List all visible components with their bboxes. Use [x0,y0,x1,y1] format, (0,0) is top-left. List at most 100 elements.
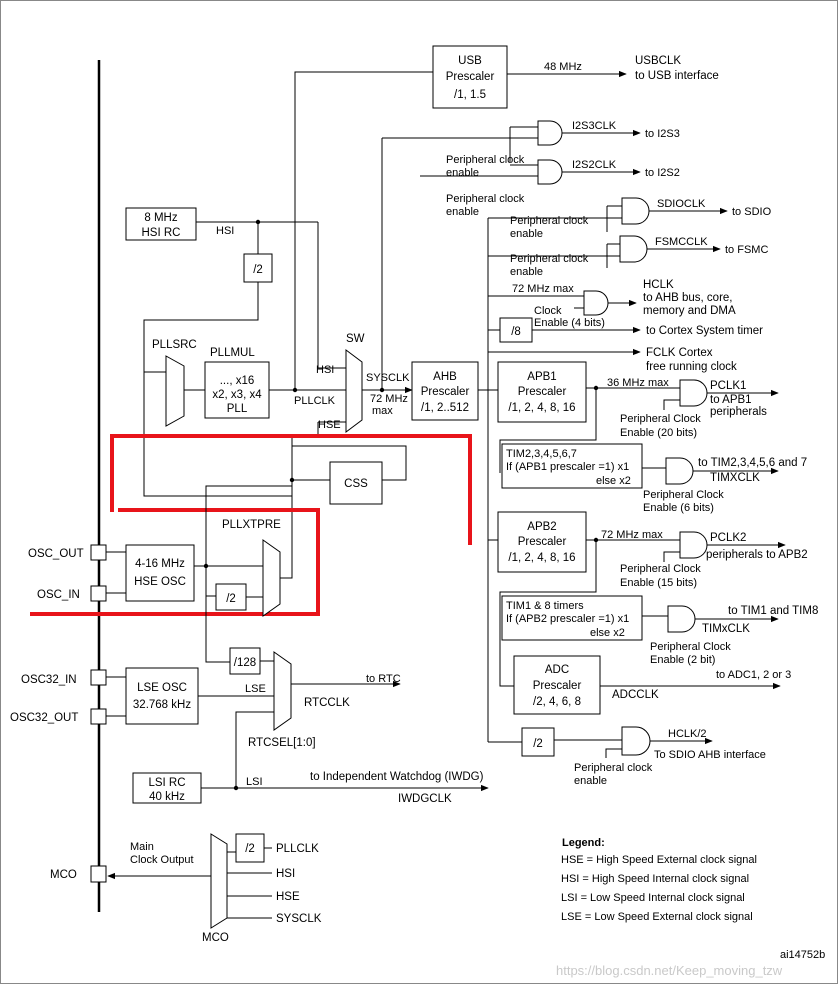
to-tim2-label: to TIM2,3,4,5,6 and 7 [698,457,807,469]
svg-text:40 kHz: 40 kHz [149,791,185,803]
svg-text:/2: /2 [533,738,543,750]
mco-mux [210,833,228,929]
hclk-div2-block: /2 [521,727,555,757]
svg-text:LSE OSC: LSE OSC [137,682,187,694]
hsi-wire-label: HSI [216,225,234,237]
sw-mux [345,349,363,433]
svg-text:To SDIO AHB interface: To SDIO AHB interface [654,749,766,761]
pllclk-wire-label: PLLCLK [294,395,336,407]
svg-text:Peripheral clock: Peripheral clock [574,762,653,774]
to-adc-label: to ADC1, 2 or 3 [716,669,791,681]
rtcclk-label: RTCCLK [304,697,350,709]
svg-text:/2, 4, 6, 8: /2, 4, 6, 8 [533,696,581,708]
to-tim1-label: to TIM1 and TIM8 [728,605,818,617]
i2s2clk-label: I2S2CLK [572,159,617,171]
mco-pin [90,865,107,883]
osc32-out-pin [90,708,107,725]
timxclk-gate [665,457,694,485]
svg-text:Prescaler: Prescaler [421,386,470,398]
svg-text:Peripheral clock: Peripheral clock [446,154,525,166]
svg-text:HSI RC: HSI RC [142,227,181,239]
svg-text:HSE = High Speed External cloc: HSE = High Speed External clock signal [561,854,757,866]
pclk2-label: PCLK2 [710,532,746,544]
fsmcclk-label: FSMCCLK [655,236,708,248]
svg-text:peripherals: peripherals [710,406,767,418]
sw-label: SW [346,333,365,345]
to-i2s2-label: to I2S2 [645,167,680,179]
lsi-rc-block: LSI RC 40 kHz [132,772,202,804]
svg-text:Peripheral clock: Peripheral clock [446,193,525,205]
hclk-title: HCLK [643,279,674,291]
apb2-max-label: 72 MHz max [601,529,663,541]
pclk1-label: PCLK1 [710,380,746,392]
svg-text:32.768 kHz: 32.768 kHz [133,699,191,711]
i2s2-gate [537,159,563,185]
pllsrc-mux [165,355,185,427]
lsi-wire-label: LSI [246,776,263,788]
osc32-in-label: OSC32_IN [21,674,77,686]
pllmul-label: PLLMUL [210,347,255,359]
svg-text:PLLCLK: PLLCLK [276,843,319,855]
to-fsmc-label: to FSMC [725,244,768,256]
svg-text:/1, 2, 4, 8, 16: /1, 2, 4, 8, 16 [508,552,575,564]
pll-block: ..., x16 x2, x3, x4 PLL [204,361,270,419]
svg-text:Peripheral clock: Peripheral clock [510,253,589,265]
svg-text:PLL: PLL [227,403,248,415]
svg-text:enable: enable [446,167,479,179]
timxclk-label: TIMXCLK [710,472,760,484]
to-sdio-label: to SDIO [732,206,772,218]
svg-text:enable: enable [446,206,479,218]
svg-text:x2, x3, x4: x2, x3, x4 [212,389,262,401]
ahb-prescaler: AHB Prescaler /1, 2..512 [411,361,479,421]
svg-text:/2: /2 [245,843,255,855]
svg-text:Prescaler: Prescaler [518,386,567,398]
svg-text:Enable (20 bits): Enable (20 bits) [620,427,697,439]
osc-out-pin [90,544,107,561]
svg-text:Peripheral Clock: Peripheral Clock [620,563,701,575]
usb-interface-label: to USB interface [635,70,719,82]
lse-osc-block: LSE OSC 32.768 kHz [125,667,199,725]
hclk-gate [583,290,609,316]
svg-text:else x2: else x2 [596,475,631,487]
apb1-max-label: 36 MHz max [607,377,669,389]
svg-text:Peripheral Clock: Peripheral Clock [620,413,701,425]
sdio-gate [621,197,650,225]
lse-wire-label: LSE [245,683,266,695]
iwdgclk-label: IWDGCLK [398,793,452,805]
svg-text:..., x16: ..., x16 [220,375,255,387]
svg-text:/1, 2, 4, 8, 16: /1, 2, 4, 8, 16 [508,402,575,414]
svg-text:to AHB bus, core,: to AHB bus, core, [643,292,733,304]
usb-prescaler: USB Prescaler /1, 1.5 [432,45,508,109]
svg-text:Clock Output: Clock Output [130,854,194,866]
svg-text:HSI = High Speed Internal cloc: HSI = High Speed Internal clock signal [561,873,749,885]
svg-text:If (APB2 prescaler =1) x1: If (APB2 prescaler =1) x1 [506,613,629,625]
highlight-upper [110,434,472,545]
svg-text:/1, 2..512: /1, 2..512 [421,402,469,414]
figure-id: ai14752b [780,949,825,961]
pclk2-gate [679,531,708,559]
to-i2s3-label: to I2S3 [645,128,680,140]
svg-text:Peripheral clock: Peripheral clock [510,215,589,227]
css-block: CSS [329,461,383,505]
mco-mux-label: MCO [202,932,229,944]
apb1-prescaler: APB1 Prescaler /1, 2, 4, 8, 16 [497,361,587,423]
svg-text:LSI = Low Speed Internal clock: LSI = Low Speed Internal clock signal [561,892,745,904]
svg-text:72 MHz: 72 MHz [370,393,408,405]
svg-text:USB: USB [458,55,482,67]
svg-text:AHB: AHB [433,371,457,383]
svg-text:else x2: else x2 [590,627,625,639]
svg-text:Enable (15 bits): Enable (15 bits) [620,577,697,589]
svg-text:/128: /128 [234,657,256,669]
svg-text:Prescaler: Prescaler [533,680,582,692]
svg-text:CSS: CSS [344,478,368,490]
to-rtc-label: to RTC [366,673,401,685]
svg-text:APB2: APB2 [527,521,556,533]
hse-osc-block: 4-16 MHz HSE OSC [125,544,195,602]
pllxtpre-label: PLLXTPRE [222,519,281,531]
svg-text:TIM2,3,4,5,6,7: TIM2,3,4,5,6,7 [506,448,577,460]
fsmc-gate [619,235,648,263]
svg-text:HSI: HSI [276,868,295,880]
svg-text:HSE OSC: HSE OSC [134,576,186,588]
sdioclk-label: SDIOCLK [657,198,706,210]
